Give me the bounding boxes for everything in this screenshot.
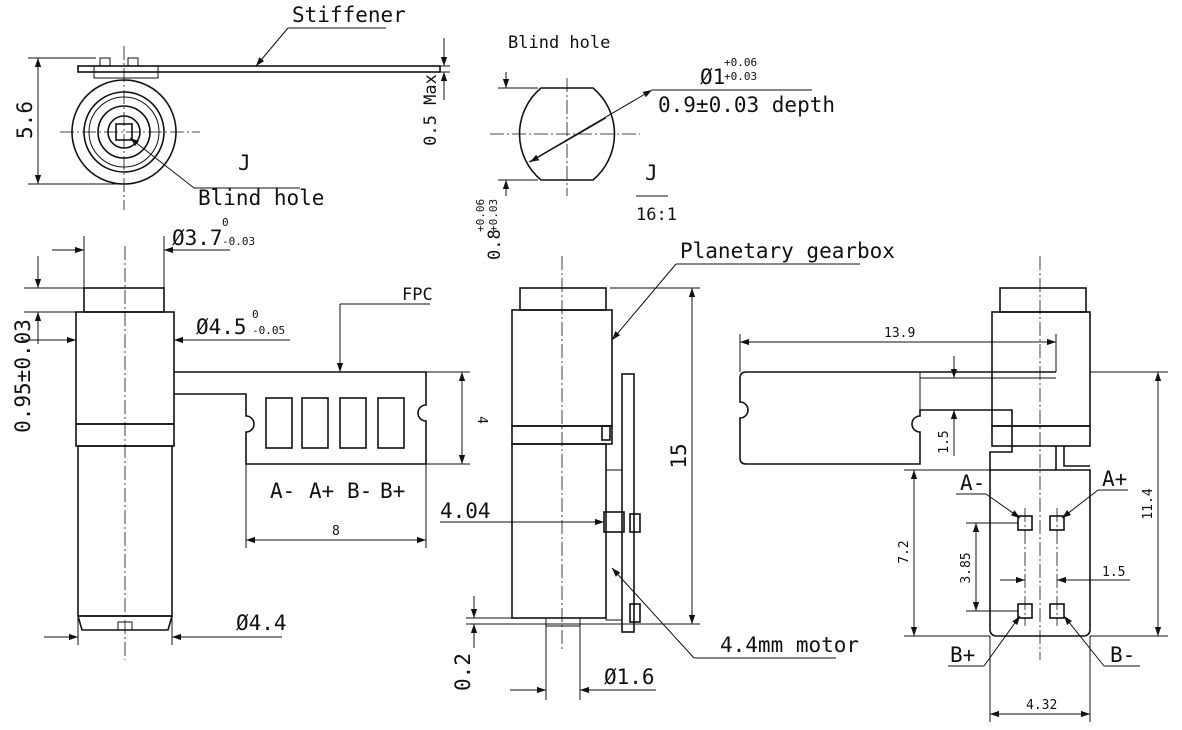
dim-pad-pitch-vertical: 3.85 [959, 552, 974, 583]
pad-view [739, 256, 1168, 722]
dim-fpc-width: 8 [332, 524, 340, 539]
detail-letter-j-b: J [645, 161, 658, 185]
pin-label-b-minus: B- [347, 479, 372, 503]
blind-hole-title: Blind hole [508, 33, 610, 53]
hole-depth: 0.9±0.03 depth [658, 93, 835, 117]
dim-total-length: 15 [667, 443, 691, 468]
detail-scale: 16:1 [636, 205, 677, 225]
pad-label-a-minus: A- [960, 471, 985, 495]
dim-shaft-dia-tol-upper: 0 [222, 216, 229, 229]
pad-label-b-plus: B+ [950, 643, 975, 667]
dim-top-height: 5.6 [13, 101, 37, 139]
pad-label-a-plus: A+ [1102, 467, 1127, 491]
hole-dia-tol-lower: +0.03 [724, 70, 757, 83]
detail-letter-j-a: J [238, 151, 251, 175]
dim-gearbox-dia-base: Ø4.5 [196, 315, 247, 339]
side-view [440, 256, 860, 700]
front-view [22, 236, 470, 660]
end-view [28, 27, 450, 210]
pin-label-a-plus: A+ [309, 479, 334, 503]
dim-fpc-gap: 1.5 [937, 430, 952, 453]
dim-tail-dia: Ø1.6 [604, 665, 655, 689]
hole-flat-base: 0.8 [485, 229, 505, 260]
motor-label: 4.4mm motor [720, 633, 859, 657]
dim-plate-thickness: 0.2 [451, 653, 475, 691]
hole-flat-tol-upper: +0.06 [474, 199, 487, 232]
dim-fpc-height: 4 [474, 416, 489, 424]
dim-shaft-dia-base: Ø3.7 [172, 226, 223, 250]
dim-motor-dia: Ø4.4 [236, 611, 287, 635]
dim-shaft-dia-tol-lower: -0.03 [222, 235, 255, 248]
dim-stiffener-thickness: 0.5 Max [421, 74, 441, 146]
dim-pad-pitch-horizontal: 1.5 [1102, 565, 1125, 580]
blind-hole-callout: Blind hole [198, 186, 324, 210]
dim-pad-width: 4.32 [1026, 698, 1057, 713]
pin-label-b-plus: B+ [380, 479, 405, 503]
hole-dia-base: Ø1 [700, 65, 725, 89]
dim-overall-height: 11.4 [1141, 488, 1156, 519]
detail-j [490, 72, 812, 197]
hole-flat-tol-lower: +0.03 [487, 199, 500, 232]
dim-gearbox-dia-tol-lower: -0.05 [252, 324, 285, 337]
pad-label-b-minus: B- [1110, 643, 1135, 667]
planetary-gearbox-label: Planetary gearbox [680, 239, 895, 263]
pin-label-a-minus: A- [270, 479, 295, 503]
dim-gearbox-dia-tol-upper: 0 [252, 308, 259, 321]
dim-side-offset: 4.04 [440, 499, 491, 523]
dim-shaft-length: 0.95±0.03 [11, 319, 35, 433]
fpc-label: FPC [402, 285, 433, 305]
stiffener-label: Stiffener [292, 3, 406, 27]
hole-dia-tol-upper: +0.06 [724, 56, 757, 69]
dim-fpc-span: 13.9 [884, 326, 915, 341]
dim-pad-to-bottom: 7.2 [897, 540, 912, 563]
